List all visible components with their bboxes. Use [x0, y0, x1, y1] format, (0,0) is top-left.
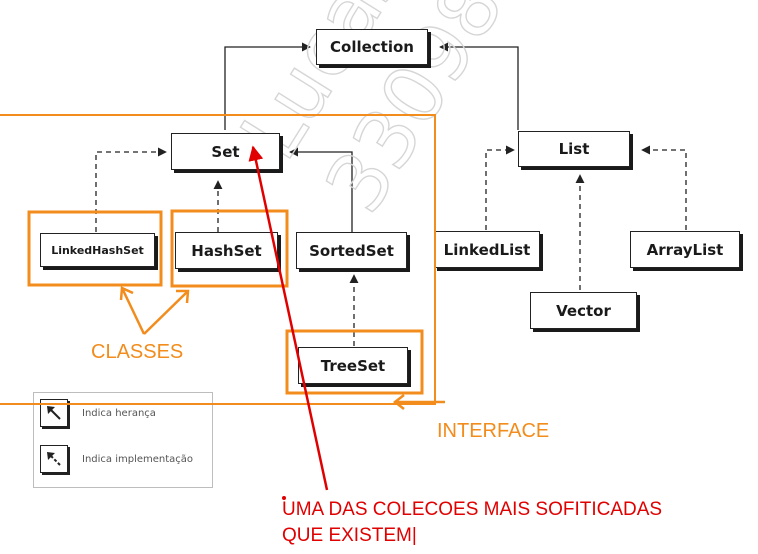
classes-pointer-right-head [176, 289, 190, 304]
edge-sortedset-set [289, 147, 353, 232]
highlight-hashset [170, 209, 289, 288]
edge-arraylist-list [641, 145, 687, 230]
legend-label-implementation: Indica implementação [82, 453, 194, 465]
edge-set-collection [224, 42, 311, 130]
node-treeset: TreeSet [298, 347, 408, 384]
node-list: List [518, 131, 630, 167]
edge-list-collection [439, 42, 519, 130]
legend-label-inheritance: Indica herança [82, 407, 156, 419]
note-line-1: UMA DAS COLECOES MAIS SOFITICADAS [282, 499, 663, 520]
classes-pointer-left-head [119, 286, 134, 301]
node-linkedhashset: LinkedHashSet [40, 233, 155, 267]
red-pointer-dot [282, 496, 286, 500]
legend: Indica herança Indica implementação [33, 392, 213, 488]
node-sortedset: SortedSet [296, 232, 407, 269]
interface-label: INTERFACE [437, 420, 550, 442]
red-pointer-arrow [248, 145, 329, 491]
note-line-2: QUE EXISTEM| [282, 525, 417, 546]
node-collection: Collection [316, 29, 428, 65]
classes-pointer-left [121, 289, 146, 335]
classes-label: CLASSES [91, 341, 184, 363]
node-arraylist: ArrayList [630, 231, 740, 268]
node-linkedlist: LinkedList [434, 231, 540, 268]
interface-region-outline [0, 114, 436, 405]
highlight-treeset [285, 329, 424, 395]
watermark: Lucas Feliciano 33098501-? [150, 0, 758, 379]
edge-linkedhashset-set [95, 147, 167, 232]
highlight-linkedhashset [27, 210, 163, 287]
node-set: Set [171, 133, 280, 170]
node-vector: Vector [530, 292, 637, 329]
classes-pointer-right [143, 291, 188, 335]
interface-pointer-head [392, 394, 405, 410]
implementation-arrow-icon [40, 445, 68, 473]
node-hashset: HashSet [175, 232, 278, 269]
legend-row-implementation: Indica implementação [34, 445, 193, 473]
